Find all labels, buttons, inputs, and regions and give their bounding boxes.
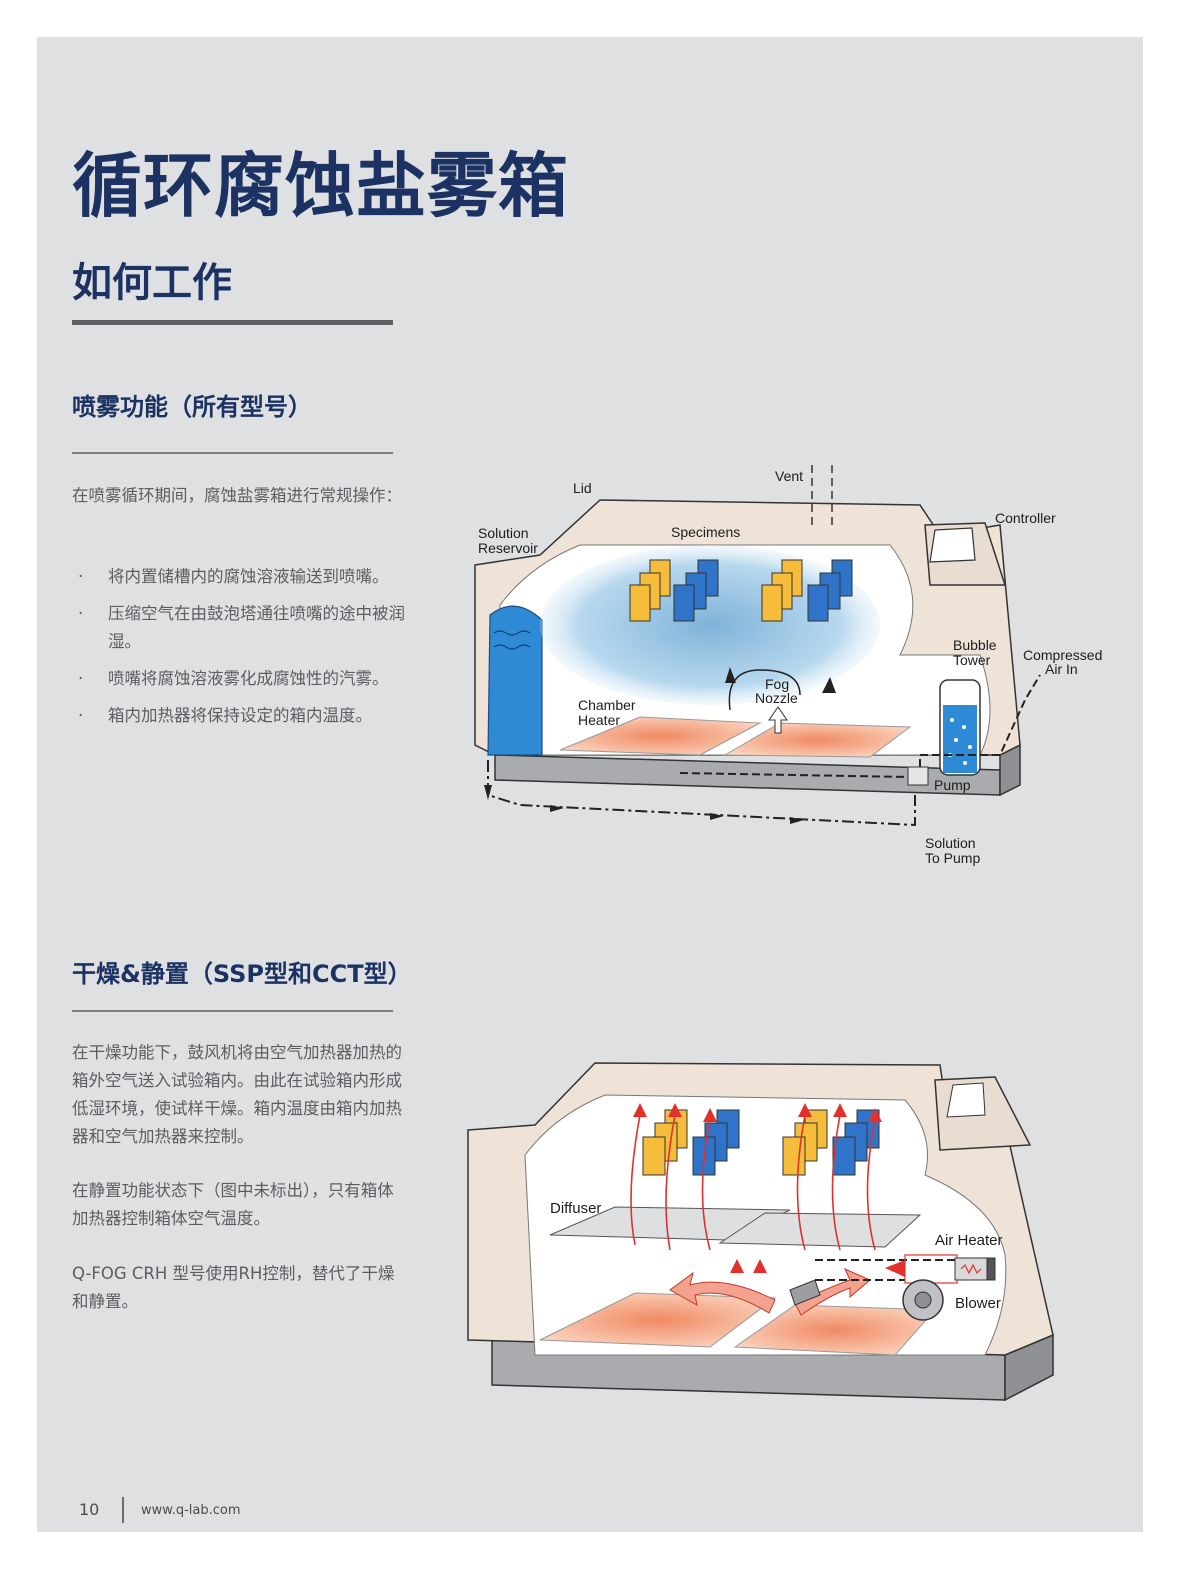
list-item: · 压缩空气在由鼓泡塔通往喷嘴的途中被润湿。 xyxy=(72,600,412,656)
dry-paragraph-2: 在静置功能状态下（图中未标出），只有箱体加热器控制箱体空气温度。 xyxy=(72,1181,394,1228)
dry-paragraph-1: 在干燥功能下，鼓风机将由空气加热器加热的箱外空气送入试验箱内。由此在试验箱内形成… xyxy=(72,1043,402,1146)
fog-section-heading: 喷雾功能（所有型号） xyxy=(72,393,312,421)
footer-divider xyxy=(122,1497,124,1523)
bullet-symbol: · xyxy=(78,706,84,725)
label-bubble-2: Tower xyxy=(953,652,991,668)
list-item: · 将内置储槽内的腐蚀溶液输送到喷嘴。 xyxy=(72,563,412,591)
list-item: · 箱内加热器将保持设定的箱内温度。 xyxy=(72,702,412,730)
fog-intro-text: 在喷雾循环期间，腐蚀盐雾箱进行常规操作： xyxy=(72,486,402,505)
label-heater-1: Chamber xyxy=(578,697,636,713)
chamber-heater-left xyxy=(559,716,762,756)
bullet-text: 喷嘴将腐蚀溶液雾化成腐蚀性的汽雾。 xyxy=(108,669,389,688)
label-air-heater: Air Heater xyxy=(935,1232,1003,1249)
page-subtitle: 如何工作 xyxy=(72,260,232,306)
bullet-symbol: · xyxy=(78,567,84,586)
chamber-heater-left xyxy=(539,1292,777,1348)
bullet-text: 将内置储槽内的腐蚀溶液输送到喷嘴。 xyxy=(108,567,389,586)
bullet-text: 箱内加热器将保持设定的箱内温度。 xyxy=(108,706,372,725)
pump xyxy=(907,766,929,786)
label-controller: Controller xyxy=(995,510,1056,526)
dry-chamber-diagram: Diffuser Air Heater Blower xyxy=(467,1062,1054,1402)
title-divider xyxy=(72,320,393,325)
list-item: · 喷嘴将腐蚀溶液雾化成腐蚀性的汽雾。 xyxy=(72,665,412,693)
label-heater-2: Heater xyxy=(578,712,620,728)
label-vent: Vent xyxy=(775,468,803,484)
label-bubble-1: Bubble xyxy=(953,637,997,653)
label-nozzle-2: Nozzle xyxy=(755,690,798,706)
chamber-heater-right xyxy=(723,722,912,758)
label-to-pump-2: To Pump xyxy=(925,850,980,866)
bullet-text: 压缩空气在由鼓泡塔通往喷嘴的途中被润湿。 xyxy=(108,604,405,651)
label-compressed-2: Air In xyxy=(1045,661,1078,677)
bullet-symbol: · xyxy=(78,669,84,688)
label-compressed-1: Compressed xyxy=(1023,647,1102,663)
label-specimens: Specimens xyxy=(671,524,740,540)
fog-section-divider xyxy=(72,452,393,454)
blower-airflow xyxy=(669,1271,776,1314)
dry-paragraph-3: Q-FOG CRH 型号使用RH控制，替代了干燥和静置。 xyxy=(72,1264,395,1311)
label-diffuser: Diffuser xyxy=(550,1200,601,1217)
page-number: 10 xyxy=(79,1500,100,1519)
fog-bullet-list: · 将内置储槽内的腐蚀溶液输送到喷嘴。 · 压缩空气在由鼓泡塔通往喷嘴的途中被润湿。… xyxy=(72,563,412,739)
airflow-lines xyxy=(630,1114,876,1251)
label-to-pump-1: Solution xyxy=(925,835,976,851)
label-blower: Blower xyxy=(955,1295,1001,1312)
dry-section-divider xyxy=(72,1010,393,1012)
controller-screen xyxy=(929,527,976,563)
fog-chamber-diagram: Lid Vent Controller Solution Reservoir S… xyxy=(474,465,1102,866)
specimens-left xyxy=(629,559,719,622)
label-reservoir-2: Reservoir xyxy=(478,540,538,556)
footer-url: www.q-lab.com xyxy=(141,1503,241,1518)
solution-reservoir xyxy=(487,605,543,756)
dry-section-heading: 干燥&静置（SSP型和CCT型） xyxy=(72,960,412,988)
label-lid: Lid xyxy=(573,480,592,496)
controller-screen xyxy=(946,1082,986,1118)
label-reservoir-1: Solution xyxy=(478,525,529,541)
specimens-right xyxy=(761,559,853,622)
page-title: 循环腐蚀盐雾箱 xyxy=(72,145,569,227)
label-nozzle-1: Fog xyxy=(765,676,789,692)
bullet-symbol: · xyxy=(78,604,84,623)
label-pump: Pump xyxy=(934,777,971,793)
specimens-right xyxy=(782,1109,880,1176)
